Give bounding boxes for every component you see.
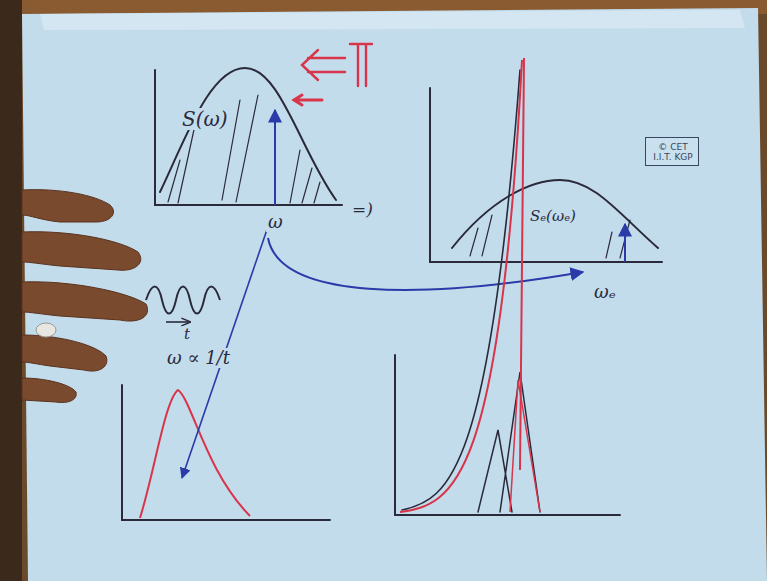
response-graph	[395, 70, 620, 515]
encounter-spectrum-graph	[430, 88, 662, 262]
encounter-frequency-arrow	[624, 224, 626, 262]
handwritten-label: t	[182, 326, 192, 343]
wave-spectrum-graph	[155, 68, 342, 205]
watermark-text: © CET I.I.T. KGP	[651, 142, 695, 163]
period-distribution	[140, 390, 250, 518]
watermark-box: © CET I.I.T. KGP	[645, 137, 699, 166]
frequency-to-period-arrow	[182, 215, 272, 478]
frequency-arrow	[274, 110, 276, 205]
handwritten-label: =)	[350, 200, 375, 219]
period-arrow	[166, 321, 190, 323]
board-frame	[0, 0, 22, 581]
handwritten-label: Sₑ(ωₑ)	[528, 208, 578, 225]
period-graph	[122, 385, 330, 520]
paper-sheet	[22, 8, 767, 581]
handwritten-label: S(ω)	[180, 108, 230, 130]
paper-sheet-behind	[40, 10, 745, 30]
hand	[22, 190, 148, 403]
ship-heading-symbol	[294, 44, 372, 105]
handwritten-label: ω ∝ 1/t	[165, 348, 232, 368]
wave-sketch	[146, 287, 220, 314]
handwritten-label: ω	[266, 212, 285, 232]
handwritten-label: ωₑ	[592, 282, 618, 302]
mapping-arrow	[268, 238, 583, 290]
response-curve	[400, 58, 540, 512]
